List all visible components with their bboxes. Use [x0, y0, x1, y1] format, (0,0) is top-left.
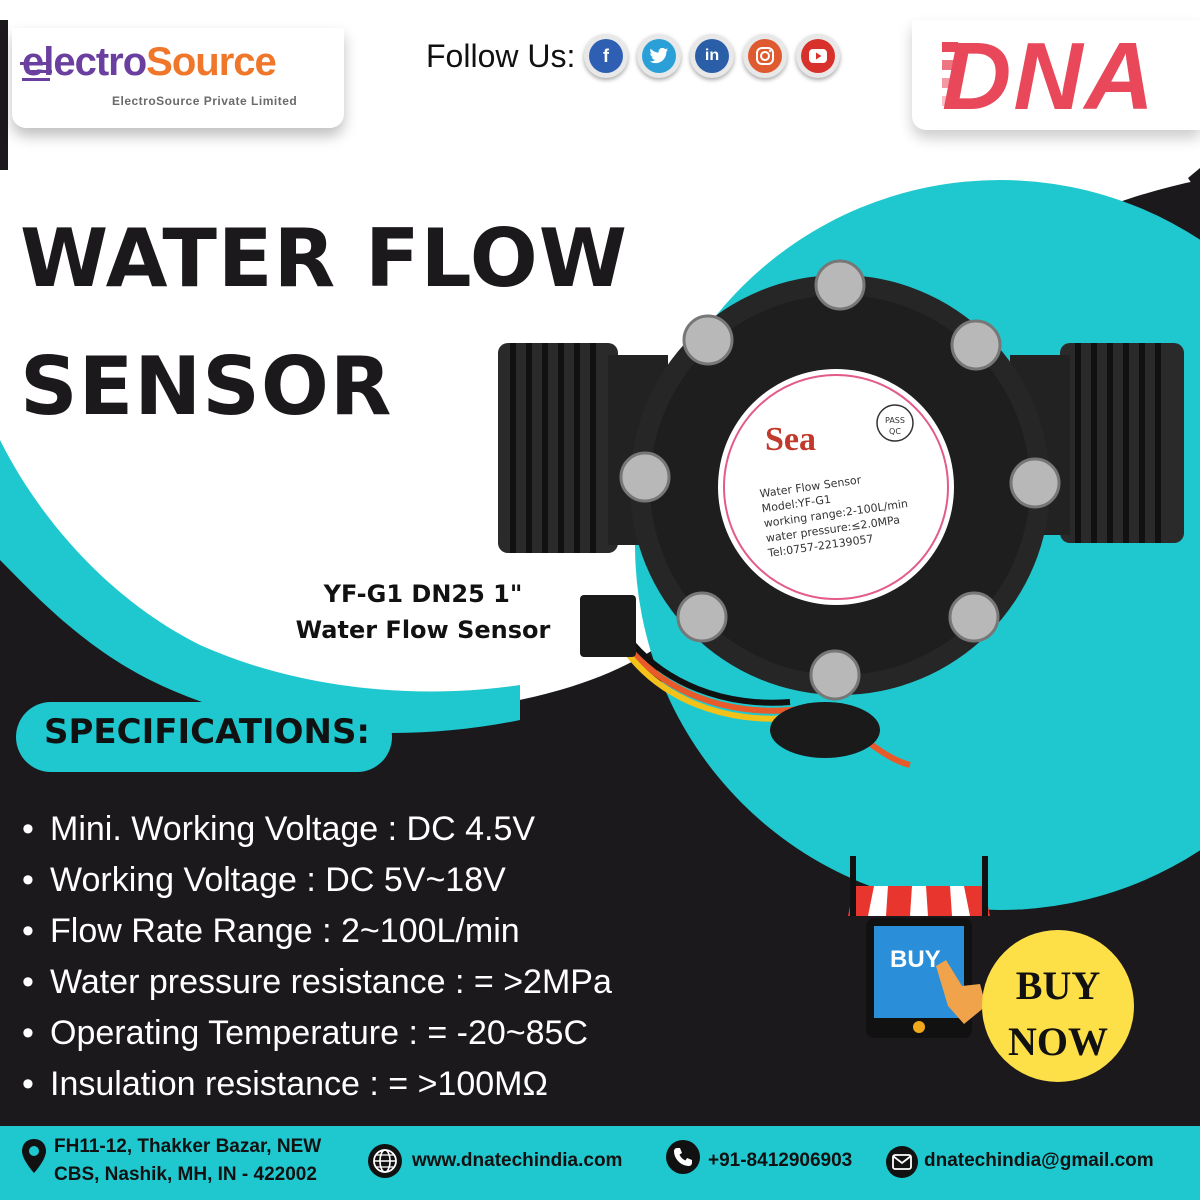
spec-item: Flow Rate Range : 2~100L/min	[22, 906, 612, 957]
buy-now-line2: NOW	[1008, 1019, 1108, 1064]
email-icon	[886, 1146, 918, 1178]
footer-address-line1: FH11-12, Thakker Bazar, NEW	[54, 1136, 322, 1157]
specifications-list: Mini. Working Voltage : DC 4.5V Working …	[22, 804, 612, 1110]
location-pin-icon	[20, 1139, 48, 1173]
screw-icons	[619, 259, 1061, 701]
buy-now-button[interactable]	[982, 930, 1134, 1082]
buy-phone-label: BUY	[890, 946, 941, 973]
logo-tagline: ElectroSource Private Limited	[112, 94, 298, 108]
label-qc: QC	[889, 427, 901, 436]
linkedin-icon[interactable]: in	[690, 34, 734, 78]
buy-now-label[interactable]: BUY NOW	[982, 958, 1134, 1070]
specifications-heading: SPECIFICATIONS:	[44, 712, 371, 752]
footer-phone[interactable]: +91-8412906903	[708, 1150, 853, 1171]
facebook-icon[interactable]: f	[584, 34, 628, 78]
shop-phone-icon	[848, 856, 990, 1038]
product-title-line1: WATER FLOW	[20, 212, 629, 305]
spec-item: Operating Temperature : = -20~85C	[22, 1008, 612, 1059]
youtube-icon[interactable]	[796, 34, 840, 78]
spec-item: Mini. Working Voltage : DC 4.5V	[22, 804, 612, 855]
follow-us-label: Follow Us:	[426, 38, 576, 74]
logo-speed-lines	[20, 62, 52, 81]
dna-logo-stripes	[942, 42, 958, 106]
product-title-line2: SENSOR	[20, 340, 393, 433]
logo-part-source: Source	[146, 40, 277, 84]
dna-logo[interactable]: DNA	[942, 23, 1156, 130]
buy-now-line1: BUY	[1015, 963, 1101, 1008]
phone-icon	[666, 1140, 700, 1174]
label-brand: Sea	[765, 421, 816, 458]
dna-logo-card	[912, 20, 1200, 130]
footer-address-line2: CBS, Nashik, MH, IN - 422002	[54, 1164, 317, 1185]
logo-part-electro: electro	[22, 40, 147, 84]
footer-bar	[0, 1126, 1200, 1200]
globe-icon	[368, 1144, 402, 1178]
spec-item: Water pressure resistance : = >2MPa	[22, 957, 612, 1008]
product-caption-name: Water Flow Sensor	[295, 616, 551, 644]
twitter-icon[interactable]	[637, 34, 681, 78]
footer-website-link[interactable]: www.dnatechindia.com	[412, 1150, 623, 1171]
label-pass: PASS	[885, 416, 905, 425]
logo-card	[12, 28, 344, 128]
spec-item: Working Voltage : DC 5V~18V	[22, 855, 612, 906]
product-caption-model: YF-G1 DN25 1"	[323, 580, 523, 608]
instagram-icon[interactable]	[743, 34, 787, 78]
specifications-pill	[16, 702, 392, 772]
water-flow-sensor-image: Sea PASS QC Water Flow Sensor Model:YF-G…	[498, 259, 1184, 768]
product-caption: YF-G1 DN25 1" Water Flow Sensor	[268, 576, 578, 648]
footer-email[interactable]: dnatechindia@gmail.com	[924, 1150, 1154, 1171]
electrosource-logo[interactable]: electroSource	[22, 40, 277, 85]
spec-item: Insulation resistance : = >100MΩ	[22, 1059, 612, 1110]
